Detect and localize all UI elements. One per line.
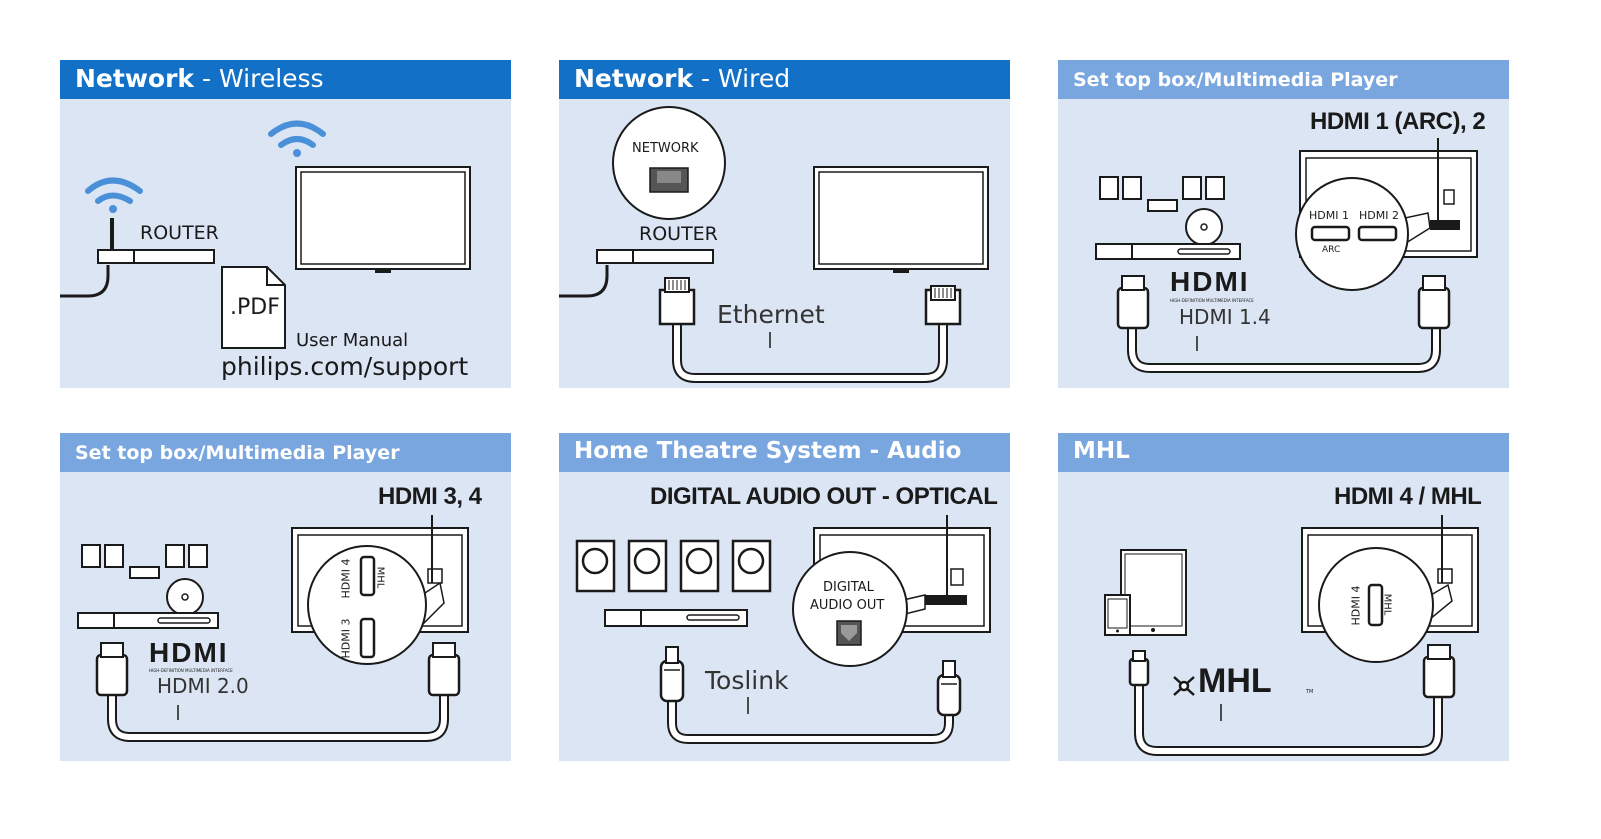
ethernet-cable — [674, 322, 946, 381]
cable-label: Toslink — [705, 666, 789, 695]
hdmi1-label: HDMI 1 — [1309, 209, 1349, 222]
hdmi-ports-zoom — [1295, 177, 1409, 291]
hts-optical-diagram — [575, 515, 991, 744]
tablet-icon — [1120, 549, 1187, 636]
hdmi-port-zoom — [1318, 547, 1434, 663]
soundbar-icon — [77, 612, 219, 629]
panel-header: Network - Wired — [559, 60, 1010, 99]
hdmi-ports-zoom — [307, 545, 427, 665]
panel-home-theatre: Home Theatre System - Audio — [559, 433, 1010, 761]
hdmi-cable — [1129, 326, 1439, 371]
soundbar-icon — [1095, 243, 1241, 260]
hdmi-plug-icon — [1417, 275, 1451, 330]
router-icon — [97, 218, 215, 264]
optical-port-zoom — [792, 551, 908, 667]
hdmi-logo-subtitle: HIGH-DEFINITION MULTIMEDIA INTERFACE — [149, 668, 233, 673]
network-port-zoom — [612, 106, 726, 220]
header-title: Home Theatre System - Audio — [574, 438, 962, 464]
mhl-label: MHL — [1381, 593, 1393, 616]
hdmi-logo: HDMI — [1170, 266, 1250, 297]
cable-label: HDMI 1.4 — [1179, 305, 1271, 329]
ethernet-plug-icon — [924, 285, 962, 326]
panel-mhl: MHL — [1058, 433, 1509, 761]
subwoofer-icon — [1185, 208, 1223, 246]
wired-diagram — [559, 106, 989, 383]
port-label: HDMI 4 / MHL — [1334, 483, 1482, 510]
hdmi-cable — [109, 695, 447, 740]
port-label: HDMI 3, 4 — [378, 483, 482, 510]
phone-icon — [1104, 594, 1131, 636]
panel-header: MHL — [1058, 433, 1509, 472]
panel-header: Set top box/Multimedia Player — [60, 433, 511, 472]
mhl-label: MHL — [374, 566, 386, 589]
pdf-label: .PDF — [230, 295, 280, 320]
arc-label: ARC — [1322, 245, 1341, 255]
speaker-icon — [81, 544, 208, 579]
port-label: DIGITAL AUDIO OUT - OPTICAL — [650, 483, 998, 510]
hdmi-plug-icon — [1422, 644, 1456, 699]
mhl-trademark: TM — [1306, 689, 1314, 695]
header-title-bold: Network — [574, 64, 694, 93]
cable-label: HDMI 2.0 — [157, 674, 249, 698]
router-power-cable — [559, 265, 609, 298]
header-title: MHL — [1073, 438, 1130, 464]
header-title: Set top box/Multimedia Player — [75, 442, 400, 464]
speaker-icon — [1099, 176, 1225, 212]
audio-out-label: AUDIO OUT — [810, 598, 885, 613]
network-label: NETWORK — [632, 141, 699, 156]
router-label: ROUTER — [140, 222, 219, 244]
hdmi-logo-subtitle: HIGH-DEFINITION MULTIMEDIA INTERFACE — [1170, 298, 1254, 303]
hdmi4-label: HDMI 4 — [1349, 585, 1363, 626]
header-title-rest: - Wireless — [194, 64, 324, 93]
header-title-bold: Network — [75, 64, 195, 93]
stb-hdmi14-diagram — [1095, 138, 1478, 373]
header-title: Set top box/Multimedia Player — [1073, 69, 1398, 91]
hdmi-plug-icon — [1116, 275, 1150, 330]
toslink-plug-icon — [936, 660, 962, 717]
panel-stb-hdmi-1-2: Set top box/Multimedia Player — [1058, 60, 1509, 388]
router-icon — [596, 249, 714, 264]
stb-hdmi20-diagram — [77, 515, 469, 742]
panel-header: Network - Wireless — [60, 60, 511, 99]
panel-network-wireless: Network - Wireless — [60, 60, 511, 388]
ethernet-plug-icon — [658, 277, 696, 326]
mhl-logo-icon — [1173, 676, 1195, 696]
mhl-diagram — [1104, 515, 1479, 756]
header-title-rest: - Wired — [693, 64, 791, 93]
user-manual-label: User Manual — [296, 330, 409, 351]
mhl-cable — [1136, 685, 1441, 754]
hdmi3-label: HDMI 3 — [339, 618, 353, 659]
toslink-plug-icon — [659, 646, 685, 703]
soundbar-icon — [604, 609, 748, 627]
tv-icon — [295, 166, 471, 273]
panel-network-wired: Network - Wired — [559, 60, 1010, 388]
hdmi-plug-icon — [95, 642, 129, 697]
hdmi4-label: HDMI 4 — [339, 558, 353, 599]
support-url: philips.com/support — [221, 352, 469, 381]
panel-header: Home Theatre System - Audio — [559, 433, 1010, 472]
cable-label: Ethernet — [717, 300, 825, 329]
hdmi2-label: HDMI 2 — [1359, 209, 1399, 222]
tv-icon — [813, 166, 989, 273]
wifi-icon — [85, 177, 143, 213]
micro-usb-plug-icon — [1128, 650, 1150, 687]
hdmi-plug-icon — [427, 642, 461, 697]
digital-label: DIGITAL — [823, 580, 874, 595]
wifi-icon — [268, 120, 326, 157]
mhl-logo: MHL — [1198, 662, 1272, 700]
wireless-diagram — [60, 120, 471, 349]
hdmi-logo: HDMI — [149, 637, 229, 668]
pdf-document-icon — [221, 266, 286, 349]
panel-stb-hdmi-3-4: Set top box/Multimedia Player — [60, 433, 511, 761]
speaker-icon — [575, 539, 772, 593]
router-power-cable — [60, 265, 110, 298]
router-label: ROUTER — [639, 223, 718, 245]
subwoofer-icon — [166, 578, 204, 616]
port-label: HDMI 1 (ARC), 2 — [1310, 108, 1486, 135]
toslink-cable — [669, 701, 952, 742]
panel-header: Set top box/Multimedia Player — [1058, 60, 1509, 99]
